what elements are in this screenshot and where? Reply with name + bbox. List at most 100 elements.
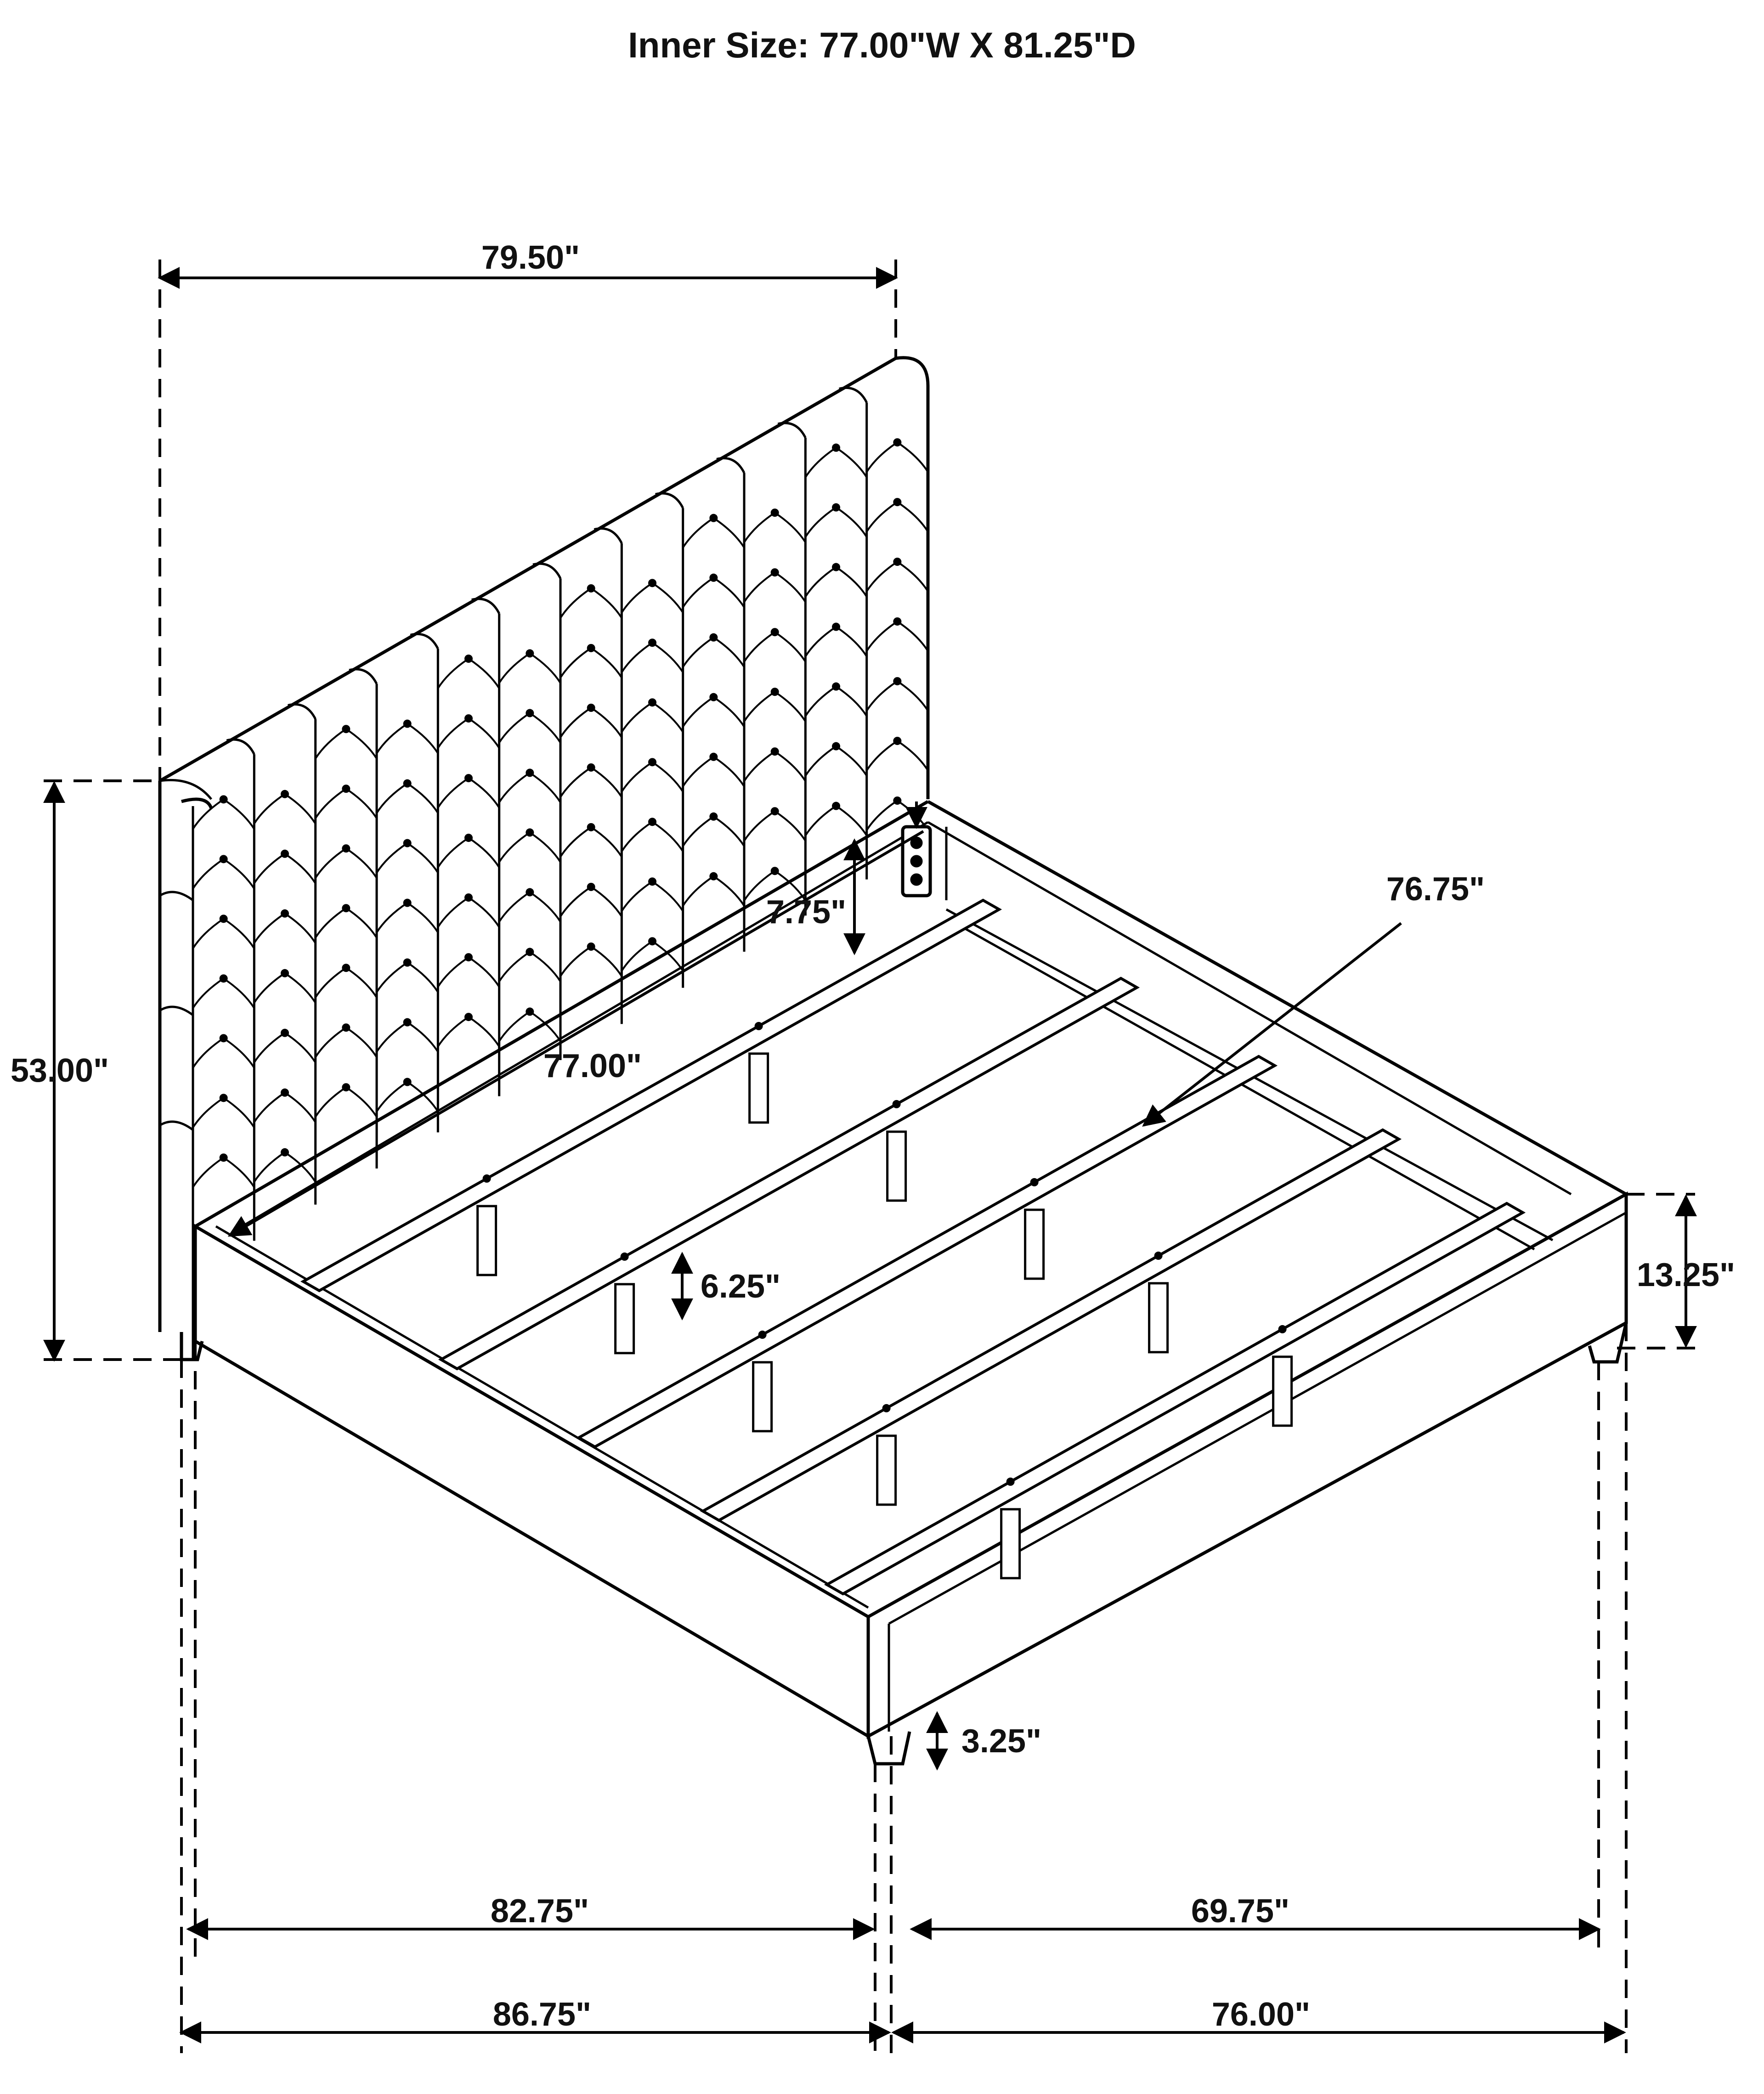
tuft-seam: [529, 772, 562, 803]
tuft-seam: [529, 1010, 562, 1042]
channel-cap: [410, 632, 439, 649]
slat-support: [1148, 1282, 1169, 1354]
tuft-seam: [192, 858, 224, 890]
label-inner-width: 77.00": [543, 1048, 642, 1084]
tuft-seam: [437, 717, 469, 749]
tuft-seam: [284, 793, 317, 824]
tuft-seam: [375, 1021, 408, 1053]
tuft-seam: [529, 712, 562, 744]
tuft-seam: [284, 1151, 317, 1183]
tuft-seam: [713, 577, 746, 608]
tuft-button: [770, 867, 779, 875]
tuft-button: [342, 1023, 351, 1032]
tuft-button: [281, 1148, 289, 1157]
tuft-button: [464, 953, 473, 962]
tuft-button: [709, 872, 718, 880]
tuft-seam: [865, 680, 898, 712]
tuft-button: [342, 964, 351, 972]
tuft-seam: [804, 566, 837, 598]
tuft-button: [709, 812, 718, 821]
tuft-button: [832, 622, 840, 631]
tuft-seam: [865, 621, 898, 652]
slat-screw: [1030, 1178, 1039, 1186]
tuft-button: [770, 747, 779, 756]
tuft-seam: [682, 517, 714, 548]
drawing-title: Inner Size: 77.00"W X 81.25"D: [628, 25, 1136, 65]
tuft-seam: [253, 1151, 286, 1183]
tuft-button: [281, 849, 289, 858]
tuft-seam: [468, 777, 500, 809]
tuft-seam: [774, 810, 807, 842]
tuft-button: [770, 807, 779, 816]
tuft-button: [648, 579, 656, 587]
tuft-seam: [314, 728, 347, 760]
tuft-seam: [865, 441, 898, 473]
slat-support: [1024, 1208, 1045, 1280]
tuft-seam: [804, 805, 837, 836]
tuft-seam: [590, 826, 623, 858]
tuft-seam: [468, 658, 500, 689]
tuft-seam: [407, 961, 439, 993]
tuft-button: [709, 573, 718, 582]
tuft-seam: [559, 767, 592, 798]
tuft-button: [587, 584, 595, 593]
tuft-seam: [468, 1016, 500, 1048]
tuft-seam: [621, 821, 653, 852]
tuft-seam: [682, 875, 714, 907]
tuft-seam: [529, 951, 562, 982]
tuft-button: [648, 638, 656, 647]
tuft-button: [770, 688, 779, 696]
tuft-seam: [743, 810, 775, 842]
tuft-seam: [284, 913, 317, 944]
tuft-button: [893, 677, 902, 686]
tuft-seam: [804, 506, 837, 538]
tuft-seam: [774, 870, 807, 902]
tuft-seam: [651, 821, 684, 852]
tuft-seam: [498, 712, 531, 744]
tuft-seam: [314, 1027, 347, 1058]
tuft-seam: [437, 777, 469, 809]
tuft-seam: [897, 621, 929, 652]
scallop: [159, 1005, 194, 1016]
tuft-seam: [621, 642, 653, 673]
tuft-seam: [590, 707, 623, 739]
tuft-button: [832, 563, 840, 571]
tuft-seam: [743, 870, 775, 902]
slat-screw: [758, 1330, 767, 1339]
tuft-seam: [407, 1081, 439, 1112]
tuft-seam: [621, 880, 653, 912]
tuft-seam: [713, 637, 746, 668]
tuft-button: [893, 617, 902, 626]
tuft-seam: [774, 751, 807, 782]
tuft-seam: [743, 751, 775, 782]
tuft-seam: [559, 707, 592, 739]
tuft-seam: [498, 1010, 531, 1042]
tuft-seam: [865, 501, 898, 533]
tuft-button: [526, 888, 534, 897]
label-headboard-height: 53.00": [11, 1052, 109, 1089]
tuft-button: [219, 974, 228, 983]
tuft-seam: [407, 1021, 439, 1053]
channel-cap: [839, 386, 868, 403]
tuft-seam: [621, 701, 653, 733]
tuft-seam: [529, 652, 562, 684]
tuft-button: [281, 909, 289, 918]
tuft-seam: [865, 800, 898, 831]
tuft-seam: [774, 691, 807, 722]
tuft-seam: [345, 1086, 378, 1118]
tuft-button: [526, 828, 534, 837]
tuft-seam: [713, 517, 746, 548]
tuft-button: [219, 795, 228, 804]
channel-cap: [532, 562, 562, 579]
tuft-button: [526, 709, 534, 717]
slat-support: [886, 1130, 907, 1202]
tuft-seam: [223, 977, 255, 1009]
tuft-seam: [865, 561, 898, 593]
tuft-button: [587, 703, 595, 712]
slat-screw: [482, 1174, 491, 1183]
tuft-seam: [223, 858, 255, 890]
slat-screw: [1278, 1325, 1287, 1333]
slat-support: [752, 1361, 773, 1433]
tuft-button: [832, 682, 840, 691]
